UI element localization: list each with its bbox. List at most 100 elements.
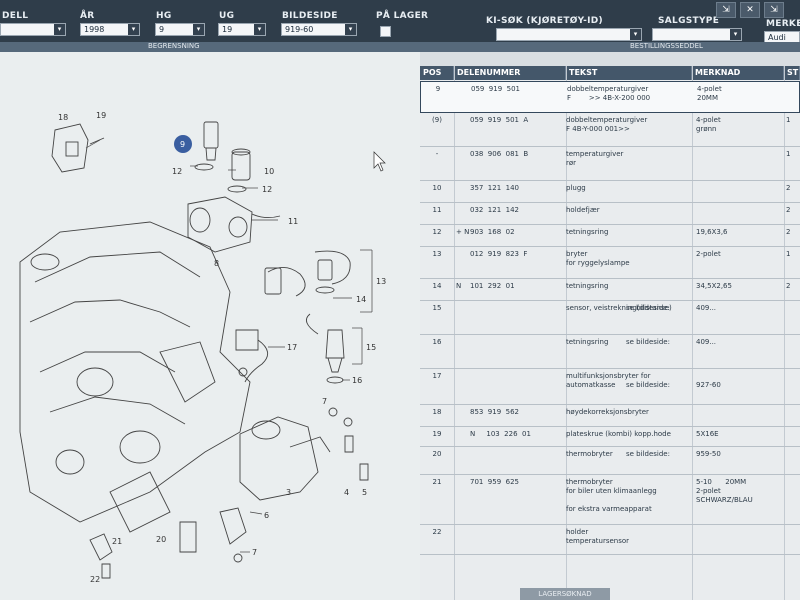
callout-12b[interactable]: 12 — [262, 185, 272, 194]
callout-20[interactable]: 20 — [156, 535, 166, 544]
quantity-cell: 1 — [786, 116, 791, 124]
note-cell: 4-polet grønn — [696, 116, 721, 133]
callout-11[interactable]: 11 — [288, 217, 298, 226]
filter-bar: DELL ▾ ÅR 1998▾ HG 9▾ UG 19▾ BILDESIDE 9… — [0, 0, 800, 48]
tool-button-1[interactable]: ⇲ — [716, 2, 736, 18]
tool-button-3[interactable]: ⇲ — [764, 2, 784, 18]
callout-17[interactable]: 17 — [287, 343, 297, 352]
callout-14[interactable]: 14 — [356, 295, 366, 304]
year-label: ÅR — [80, 11, 95, 21]
prefix-cell: N — [456, 282, 462, 290]
text-cell: holder temperatursensor — [566, 528, 630, 545]
col-tekst[interactable]: TEKST — [566, 66, 692, 80]
part-number-cell: 853 919 562 — [470, 408, 519, 416]
pa-lager-label: PÅ LAGER — [376, 11, 429, 21]
callout-4[interactable]: 4 — [344, 488, 349, 497]
col-merknad[interactable]: MERKNAD — [692, 66, 784, 80]
col-divider — [784, 66, 785, 600]
part-number-cell: 038 906 081 B — [470, 150, 529, 158]
note-cell: 5X16E — [696, 430, 719, 438]
bestillingsseddel-tab[interactable]: BESTILLINGSSEDDEL — [630, 42, 703, 50]
hg-select[interactable]: 9▾ — [155, 23, 205, 36]
pa-lager-checkbox[interactable] — [380, 26, 391, 37]
text-cell: bryter for ryggelyslampe — [566, 250, 630, 267]
col-pos[interactable]: POS — [420, 66, 454, 80]
callout-13[interactable]: 13 — [376, 277, 386, 286]
prefix-cell: + N — [456, 228, 470, 236]
text-cell: plateskrue (kombi) kopp.hode — [566, 430, 671, 438]
text-cell: dobbeltemperaturgiver F 4B-Y-000 001>> — [566, 116, 648, 133]
part-number-cell: 903 168 02 — [470, 228, 515, 236]
callout-18[interactable]: 18 — [58, 113, 68, 122]
col-extra[interactable]: ST — [784, 66, 800, 80]
col-delenummer[interactable]: DELENUMMER — [454, 66, 566, 80]
note-cell: 19,6X3,6 — [696, 228, 728, 236]
pos-cell: 9 — [435, 85, 441, 93]
callout-21[interactable]: 21 — [112, 537, 122, 546]
chevron-down-icon: ▾ — [193, 24, 204, 35]
col-divider — [454, 66, 455, 600]
callout-7[interactable]: 7 — [322, 397, 327, 406]
bildeside-label: BILDESIDE — [282, 11, 338, 21]
text-cell: thermobryter for biler uten klimaanlegg … — [566, 478, 657, 513]
callout-3[interactable]: 3 — [286, 488, 291, 497]
reference-cell: se bildeside: — [626, 450, 670, 458]
note-cell: 34,5X2,65 — [696, 282, 732, 290]
pos-cell: 13 — [432, 250, 442, 258]
callout-19[interactable]: 19 — [96, 111, 106, 120]
note-cell: 5-10 20MM 2-polet SCHWARZ/BLAU — [696, 478, 753, 504]
chevron-down-icon: ▾ — [254, 24, 265, 35]
text-cell: tetningsring — [566, 228, 609, 236]
salgstype-select[interactable]: ▾ — [652, 28, 742, 41]
callout-12a[interactable]: 12 — [172, 167, 182, 176]
ug-select[interactable]: 19▾ — [218, 23, 266, 36]
pos-cell: 20 — [432, 450, 442, 458]
quantity-cell: 2 — [786, 184, 791, 192]
callout-10[interactable]: 10 — [264, 167, 274, 176]
merkekode-label: MERKEKO — [766, 19, 800, 29]
kisok-select[interactable]: ▾ — [496, 28, 642, 41]
year-select[interactable]: 1998▾ — [80, 23, 140, 36]
callout-9[interactable]: 9 — [180, 140, 185, 149]
kisok-label: KI-SØK (KJØRETØY-ID) — [486, 16, 603, 26]
pos-cell: 17 — [432, 372, 442, 380]
bildeside-select[interactable]: 919-60▾ — [281, 23, 357, 36]
callout-15[interactable]: 15 — [366, 343, 376, 352]
callout-16[interactable]: 16 — [352, 376, 362, 385]
callout-22[interactable]: 22 — [90, 575, 100, 584]
lagersoknad-button[interactable]: LAGERSØKNAD — [520, 588, 610, 600]
begrensning-tab[interactable]: BEGRENSNING — [148, 42, 200, 50]
pos-cell: 10 — [432, 184, 442, 192]
col-divider — [692, 66, 693, 600]
mouse-cursor-icon — [373, 151, 386, 172]
callout-5[interactable]: 5 — [362, 488, 367, 497]
callout-6[interactable]: 6 — [264, 511, 269, 520]
callout-7b[interactable]: 7 — [252, 548, 257, 557]
selected-callout-marker[interactable] — [174, 135, 192, 153]
model-select[interactable]: ▾ — [0, 23, 66, 36]
callout-8[interactable]: 8 — [214, 259, 219, 268]
tool-button-2[interactable]: ✕ — [740, 2, 760, 18]
hg-label: HG — [156, 11, 172, 21]
quantity-cell: 1 — [786, 150, 791, 158]
parts-diagram: 18 19 9 10 12 12 11 8 13 14 17 15 16 7 3… — [0, 52, 420, 600]
part-number-cell: N 103 226 01 — [470, 430, 531, 438]
text-cell: temperaturgiver rør — [566, 150, 624, 167]
reference-cell: se bildeside: — [626, 304, 670, 312]
